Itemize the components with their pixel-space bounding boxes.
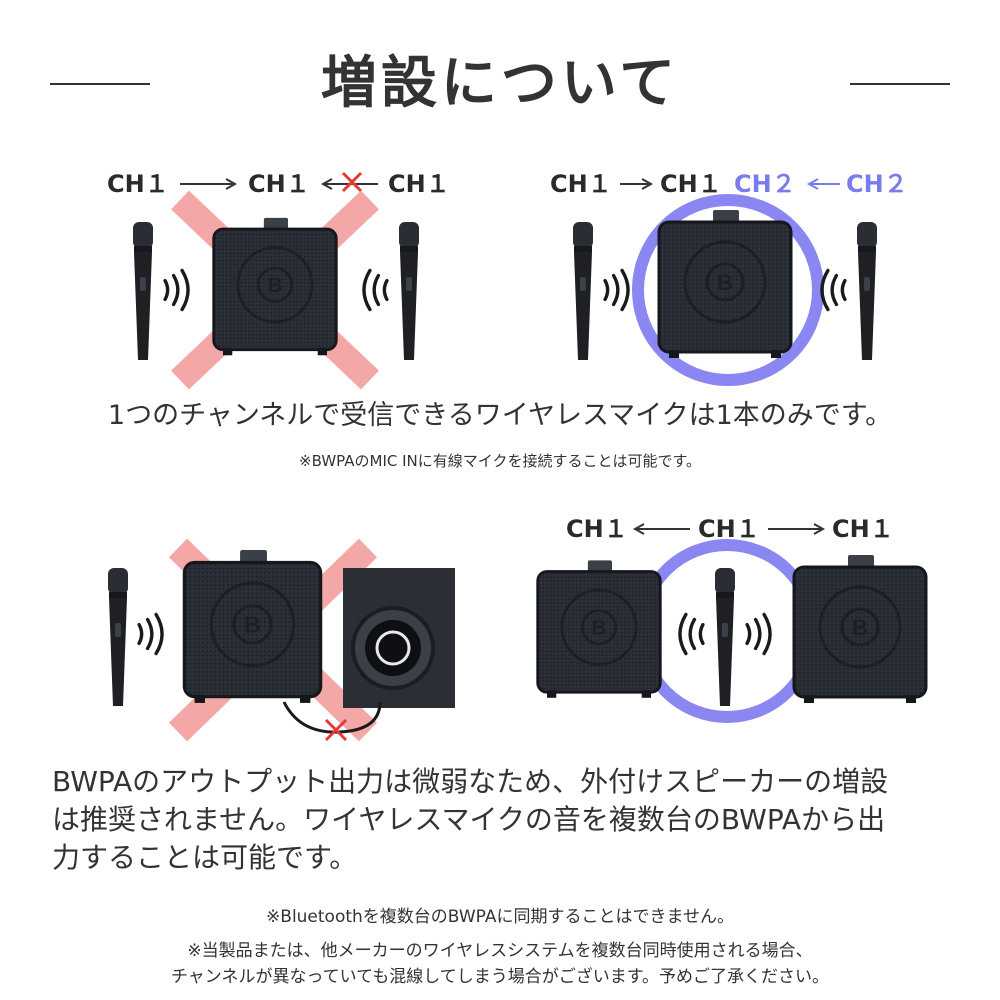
speaker-icon xyxy=(180,550,325,705)
note-interference-2: チャンネルが異なっていても混線してしまう場合がございます。予めご了承ください。 xyxy=(170,967,830,987)
panel4-ch-center: CH１ xyxy=(698,515,760,543)
panel4-ch-right: CH１ xyxy=(832,515,894,543)
sound-waves-icon xyxy=(816,268,850,312)
sound-waves-icon xyxy=(600,268,634,312)
panel1-ch-right: CH１ xyxy=(388,170,450,198)
panel2-ch-2: CH１ xyxy=(660,170,722,198)
sound-waves-icon xyxy=(674,612,708,656)
speaker-icon xyxy=(534,555,664,705)
cable xyxy=(282,701,382,742)
sound-waves-icon xyxy=(742,612,776,656)
arrow-icon xyxy=(632,523,690,535)
cross-mark-icon xyxy=(341,171,363,193)
subwoofer-icon xyxy=(343,568,455,708)
microphone-icon xyxy=(128,222,158,362)
microphone-icon xyxy=(852,222,882,362)
sound-waves-icon xyxy=(160,268,194,312)
sound-waves-icon xyxy=(358,268,392,312)
arrow-icon xyxy=(768,523,826,535)
note-interference-1: ※当製品または、他メーカーのワイヤレスシステムを複数台同時使用される場合、 xyxy=(187,941,813,961)
microphone-icon xyxy=(710,568,740,708)
note-bluetooth: ※Bluetoothを複数台のBWPAに同期することはできません。 xyxy=(266,907,734,927)
microphone-icon xyxy=(568,222,598,362)
panel2-ch-4: CH２ xyxy=(846,170,908,198)
sound-waves-icon xyxy=(134,612,168,656)
title-rule-right xyxy=(850,83,950,85)
speaker-icon xyxy=(790,555,930,705)
panel2-ch-3: CH２ xyxy=(734,170,796,198)
speaker-icon xyxy=(210,215,340,360)
page-title: 増設について xyxy=(320,51,680,116)
arrow-icon xyxy=(180,178,238,190)
channel-ring xyxy=(632,194,824,386)
arrow-icon xyxy=(806,178,840,190)
microphone-icon xyxy=(103,568,133,708)
note-mic-in: ※BWPAのMIC INに有線マイクを接続することは可能です。 xyxy=(299,452,701,470)
caption-single-channel: 1つのチャンネルで受信できるワイヤレスマイクは1本のみです。 xyxy=(107,400,893,431)
paragraph-line-2: は推奨されません。ワイヤレスマイクの音を複数台のBWPAから出 xyxy=(52,803,886,836)
title-rule-left xyxy=(50,83,150,85)
microphone-icon xyxy=(394,222,424,362)
panel1-ch-center: CH１ xyxy=(248,170,310,198)
panel2-ch-1: CH１ xyxy=(550,170,612,198)
panel1-ch-left: CH１ xyxy=(107,170,169,198)
speaker-icon xyxy=(655,210,795,360)
panel4-ch-left: CH１ xyxy=(566,515,628,543)
paragraph-line-1: BWPAのアウトプット出力は微弱なため、外付けスピーカーの増設 xyxy=(52,765,889,798)
paragraph-line-3: 力することは可能です。 xyxy=(52,841,358,874)
arrow-icon xyxy=(620,178,654,190)
